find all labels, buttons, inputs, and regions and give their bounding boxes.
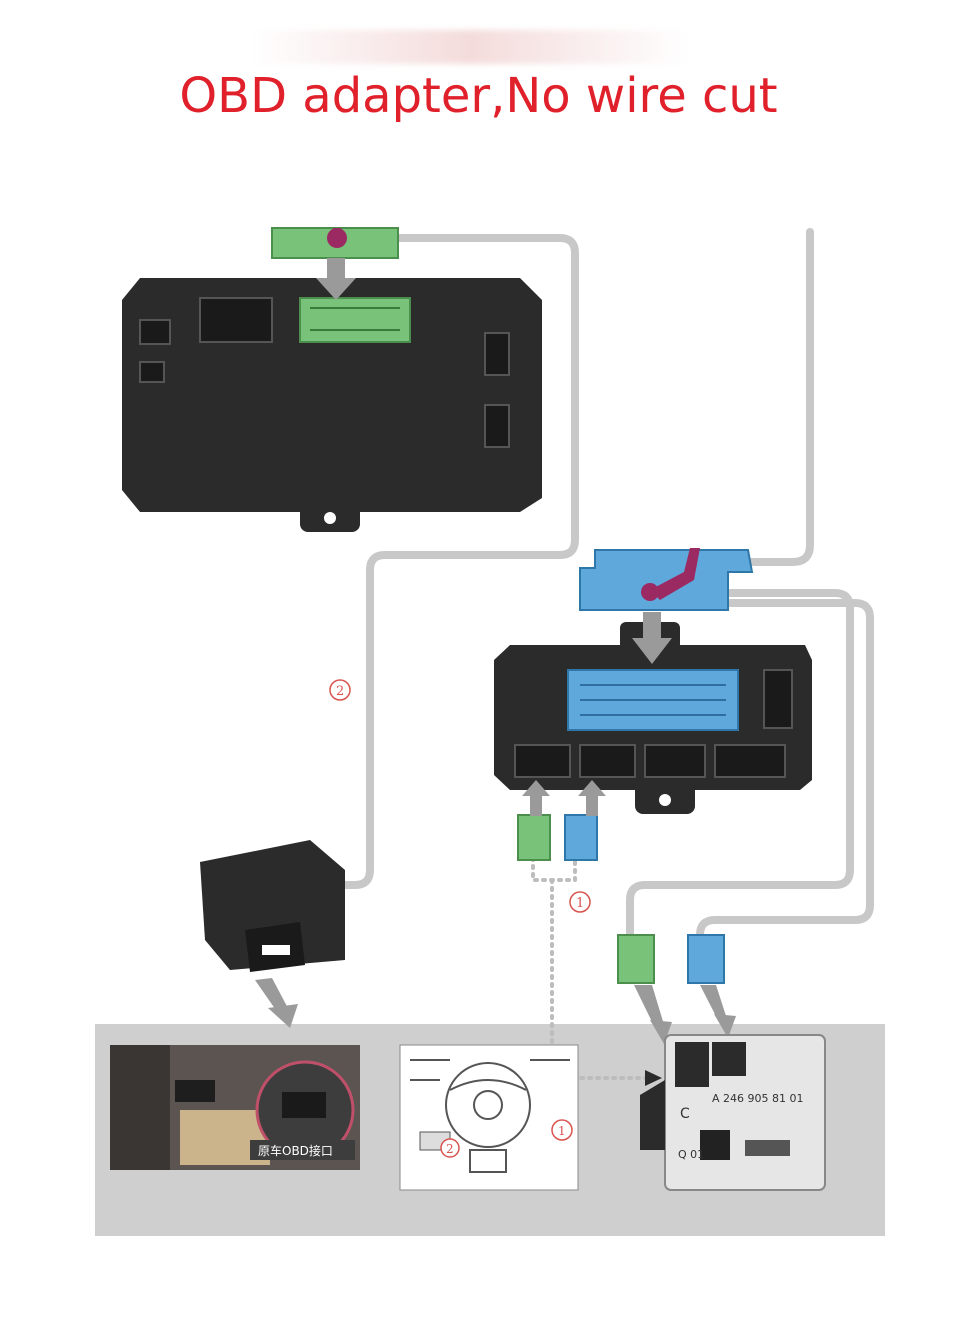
obd-port-label: 原车OBD接口 xyxy=(258,1143,333,1158)
small-blue-plug-1 xyxy=(564,814,598,861)
socket-left-top xyxy=(139,319,171,345)
obd-plug-icon xyxy=(200,840,345,972)
svg-text:1: 1 xyxy=(576,896,584,911)
arrow-down-icon xyxy=(316,258,356,300)
wire-routes xyxy=(326,228,874,944)
socket-m2-a xyxy=(514,744,571,778)
steering-wheel-icon xyxy=(410,1059,570,1173)
green-socket xyxy=(299,297,411,343)
arrow-right-icon xyxy=(645,1070,662,1086)
wire-right-blue xyxy=(696,599,874,944)
green-plug-top xyxy=(271,227,399,259)
photo-obd-location: 原车OBD接口 xyxy=(110,1045,360,1170)
small-green-plug-2 xyxy=(617,934,655,984)
arrow-down-icon xyxy=(632,612,672,664)
control-module-1 xyxy=(122,278,542,532)
socket-m2-d xyxy=(714,744,786,778)
socket-right-a xyxy=(484,332,510,376)
arrow-down-icon xyxy=(255,978,298,1028)
wire-right-green xyxy=(626,589,854,939)
blue-plug-top xyxy=(579,548,754,611)
small-blue-plug-2 xyxy=(687,934,725,984)
module-letter: C xyxy=(680,1106,690,1122)
socket-left-bottom xyxy=(139,361,165,383)
module-code: Q 01 xyxy=(678,1148,704,1161)
svg-text:1: 1 xyxy=(558,1124,566,1138)
socket-m2-right xyxy=(763,669,793,729)
page-title: OBD adapter,No wire cut xyxy=(179,68,778,124)
arrow-up-pair xyxy=(522,780,606,816)
socket-m2-b xyxy=(579,744,636,778)
arrow-down-icon xyxy=(634,985,736,1044)
wire-right-top xyxy=(736,228,814,566)
socket-m2-c xyxy=(644,744,706,778)
photo-steering-wheel xyxy=(399,1044,579,1191)
step2-marker-wire: 2 xyxy=(329,679,351,701)
small-green-plug-1 xyxy=(517,814,551,861)
socket-right-b xyxy=(484,404,510,448)
module-part-number: A 246 905 81 01 xyxy=(712,1092,804,1105)
socket-black-center xyxy=(199,297,273,343)
step1-marker-photo: 1 xyxy=(551,1119,573,1141)
faded-watermark-banner xyxy=(250,30,690,64)
step2-marker-photo: 2 xyxy=(440,1138,460,1158)
ignition-module-icon: A 246 905 81 01 C Q 01 xyxy=(640,1034,826,1191)
svg-text:2: 2 xyxy=(446,1142,454,1156)
step1-marker-wire: 1 xyxy=(569,891,591,913)
wire-step2 xyxy=(326,234,579,889)
control-module-2 xyxy=(494,622,812,814)
svg-text:2: 2 xyxy=(336,684,344,699)
